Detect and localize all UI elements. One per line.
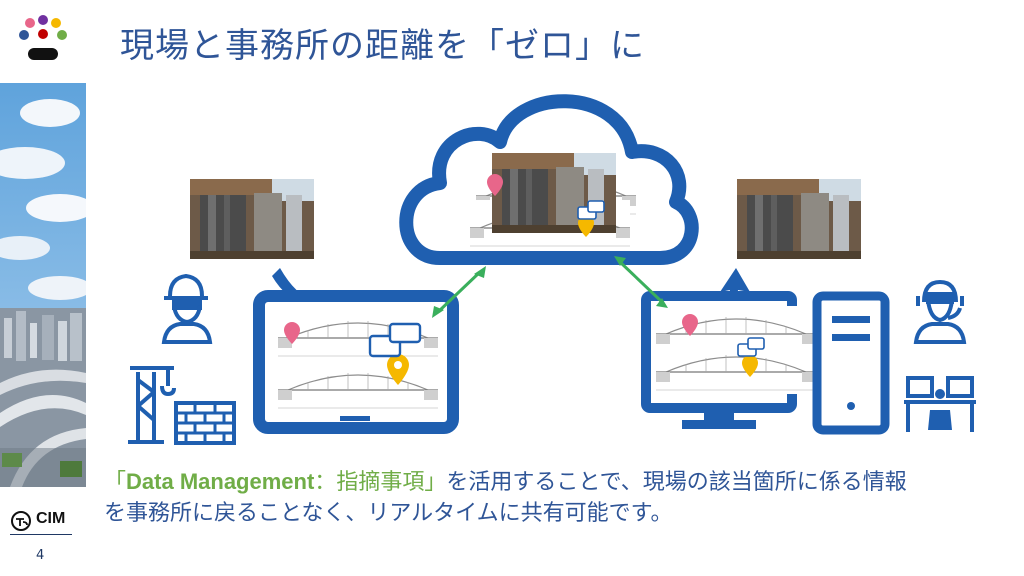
location-pin-icon [387, 354, 409, 385]
city-highway-photo [0, 83, 86, 487]
cloud-icon [399, 94, 699, 265]
comment-icon [737, 337, 765, 357]
caption-colon: ： [314, 470, 337, 495]
page-number: 4 [36, 548, 45, 563]
cim-logo-text: CIM [36, 510, 66, 527]
comment-icon [577, 200, 605, 220]
brick-wall-icon [174, 401, 236, 445]
cim-logo: CIM [8, 508, 88, 536]
caption-product-name: Data Management [126, 469, 315, 494]
worker-hardhat-icon [161, 273, 213, 344]
tablet-icon [253, 290, 459, 434]
cim-logo-icon [11, 511, 31, 531]
caption-highlight: 「Data Management：指摘事項」 [104, 469, 447, 495]
slide-title: 現場と事務所の距離を「ゼロ」に [120, 26, 645, 66]
app-logo-icon [19, 15, 67, 60]
desktop-monitor-icon [641, 291, 817, 429]
sync-arrow-left-icon [432, 266, 486, 318]
sync-arrow-right-icon [614, 256, 668, 308]
pc-tower-icon [812, 291, 890, 435]
logo-underline [10, 534, 72, 535]
caption-open-bracket: 「 [104, 470, 127, 495]
meeting-desks-icon [904, 376, 976, 432]
caption-line-2: を事務所に戻ることなく、リアルタイムに共有可能です。 [104, 501, 673, 526]
caption-feature-name: 指摘事項 [336, 470, 425, 495]
caption-line-1: 「Data Management：指摘事項」を活用することで、現場の該当箇所に係… [104, 466, 907, 498]
operator-headset-icon [913, 279, 967, 344]
slide-caption: 「Data Management：指摘事項」を活用することで、現場の該当箇所に係… [104, 466, 907, 529]
site-photo-right [737, 179, 861, 259]
site-photo-left [190, 179, 314, 259]
comment-icon [368, 322, 422, 358]
caption-close-bracket: 」 [424, 470, 447, 495]
caption-line-1-text: を活用することで、現場の該当箇所に係る情報 [446, 470, 907, 495]
crane-icon [128, 366, 176, 444]
